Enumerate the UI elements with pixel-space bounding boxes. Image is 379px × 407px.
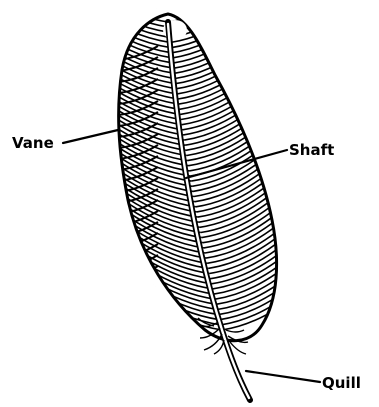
label-quill: Quill xyxy=(322,374,361,392)
quill-leader-line xyxy=(246,371,320,382)
label-shaft: Shaft xyxy=(289,141,334,159)
feather-vane xyxy=(88,0,302,341)
label-vane: Vane xyxy=(12,134,54,152)
vane-shading-stroke xyxy=(118,277,158,291)
vane-leader-line xyxy=(63,130,118,143)
vane-shading-stroke xyxy=(118,266,158,280)
